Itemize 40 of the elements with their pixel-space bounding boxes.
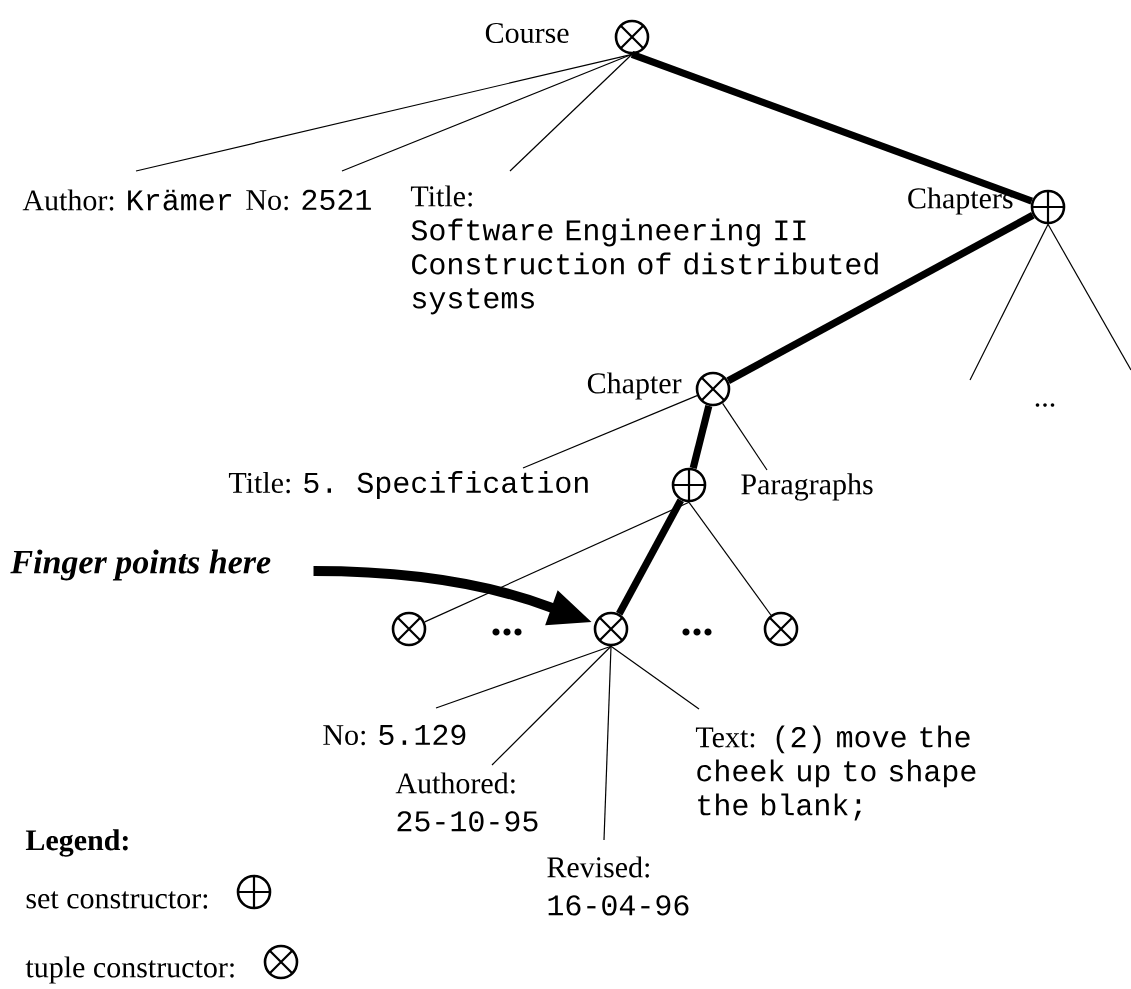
tree-line — [1047, 223, 1131, 371]
tree-line — [722, 402, 768, 471]
ellipsis: ... — [492, 628, 522, 636]
attribute-label: Author: Krämer — [22, 189, 232, 211]
legend-text: set constructor: — [26, 891, 208, 909]
attribute-label: Paragraphs — [741, 473, 873, 501]
ellipsis: ... — [1035, 403, 1055, 407]
tree-line — [610, 645, 700, 710]
tree-line — [509, 53, 633, 172]
tree-line — [688, 501, 772, 616]
tree-branch — [630, 50, 1033, 205]
tree-line — [603, 645, 612, 841]
legend-text: tuple constructor: — [25, 956, 234, 984]
attribute-label: Authored: 25-10-95 — [395, 772, 538, 832]
tree-line — [341, 53, 633, 172]
attribute-label: Text: (2) move the cheek up to shape the blank; — [695, 725, 976, 821]
circled-cross — [391, 611, 427, 647]
attribute-label: Title: 5. Specification — [228, 471, 588, 499]
circled-cross — [763, 611, 799, 647]
tree-line — [424, 501, 690, 623]
node-label: Chapter — [587, 372, 682, 400]
tree-line — [969, 223, 1049, 381]
attribute-label: No: 5.129 — [323, 724, 466, 746]
tree-branch — [726, 212, 1035, 384]
node-label: Chapters — [908, 187, 1013, 215]
circled-cross — [593, 611, 629, 647]
attribute-label: No: 2521 — [246, 189, 371, 211]
attribute-label: Revised: 16-04-96 — [547, 856, 689, 916]
node-label: Course — [485, 22, 569, 44]
circled-plus — [671, 467, 707, 503]
tree-line — [435, 645, 612, 709]
tree-branch — [616, 498, 684, 616]
attribute-label: Title: Software Engineering II Construction of distributed systems — [410, 185, 878, 315]
ellipsis: ... — [682, 628, 712, 636]
tree-branch — [689, 404, 713, 470]
annotation-text: Finger points here — [10, 549, 271, 581]
tree-line — [522, 395, 698, 469]
tree-line — [135, 53, 633, 172]
tree-line — [491, 645, 612, 766]
legend-title: Legend: — [25, 829, 128, 857]
